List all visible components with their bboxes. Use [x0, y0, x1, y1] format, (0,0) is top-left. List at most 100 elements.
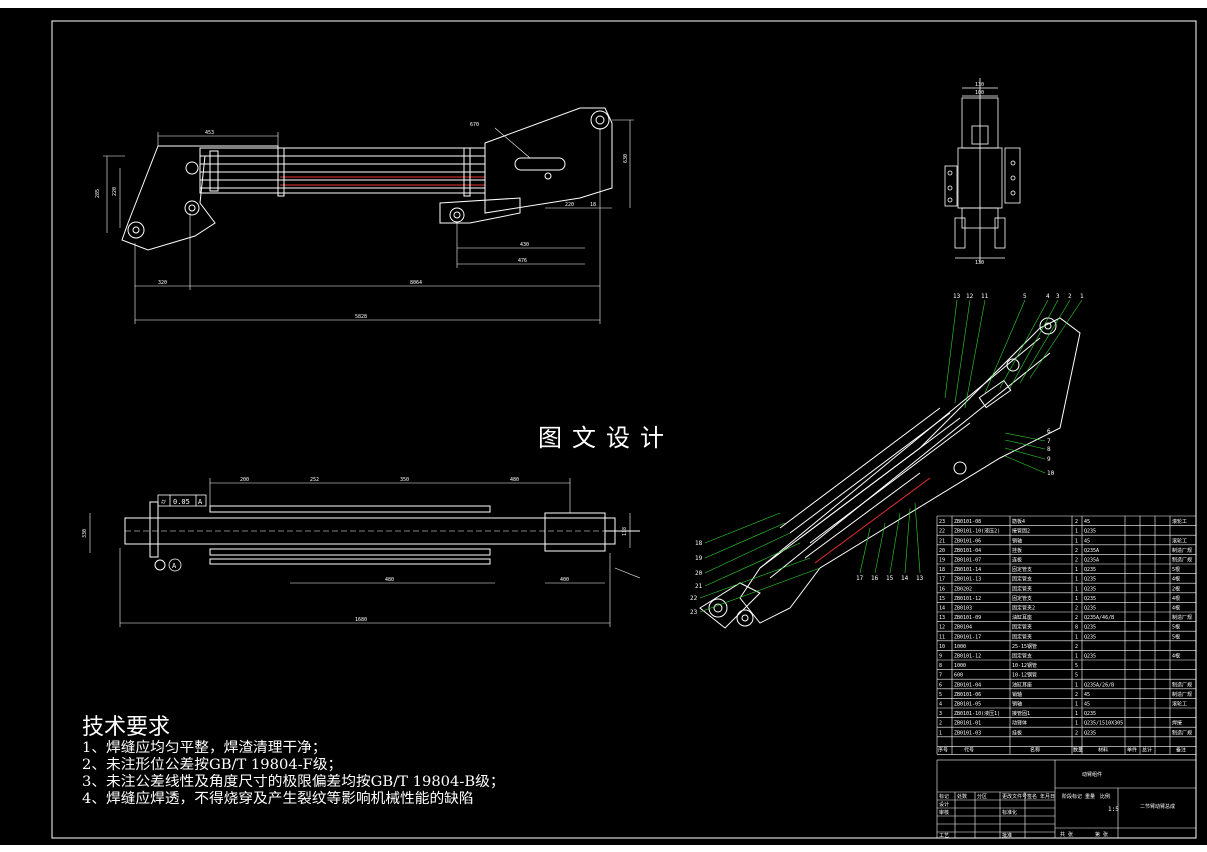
bom-note: 滚轮工: [1172, 537, 1187, 544]
bom-qty: 1: [1075, 596, 1078, 602]
bom-name: 接管固1: [1012, 710, 1030, 717]
svg-text:1: 1: [1080, 293, 1084, 300]
technical-requirements: 技术要求 1、焊缝应均匀平整，焊渣清理干净； 2、未注形位公差按GB/T 198…: [82, 716, 505, 808]
scale: 1:5: [1108, 806, 1119, 813]
bom-material: Q235: [1084, 606, 1096, 612]
bom-qty: 1: [1075, 634, 1078, 640]
dim-1680: 1680: [355, 617, 367, 623]
bom-name: 固定管夹: [1012, 633, 1032, 640]
bom-material: 45: [1084, 538, 1090, 544]
bom-code: ZB0101-04: [954, 548, 981, 554]
dim-480: 480: [510, 477, 519, 483]
front-dim-texts: 453 285 220 320 8064 5828 220 630 430 47…: [95, 122, 629, 320]
bom-qty: 2: [1075, 519, 1078, 525]
bom-code: ZB0101-10(液压1): [954, 710, 1000, 717]
bom-name: 10-12钢管: [1012, 672, 1037, 679]
svg-text:标记: 标记: [939, 793, 949, 800]
bom-note: 制造厂规: [1172, 691, 1192, 698]
bom-material: Q235: [1084, 596, 1096, 602]
bom-note: 滚轮工: [1172, 518, 1187, 525]
svg-text:第 张: 第 张: [1095, 831, 1108, 838]
bom-name: 25-15钢管: [1012, 643, 1037, 650]
bom-qty: 1: [1075, 538, 1078, 544]
bom-name: 油缸耳座: [1012, 681, 1032, 688]
bom-note: 4根: [1172, 653, 1180, 660]
svg-text:13: 13: [953, 293, 961, 300]
requirement-4: 4、焊缝应焊透，不得烧穿及产生裂纹等影响机械性能的缺陷: [82, 791, 474, 807]
bom-name: 固定管夹: [1012, 624, 1032, 631]
bom-no: 4: [939, 702, 942, 708]
side-view: [944, 78, 1021, 263]
bom-code: ZB0101-06: [954, 538, 981, 544]
datum-label: A: [172, 562, 177, 570]
title-block-text: 动臂组件 二节臂动臂总成 1:5 标记 处数 分区 更改文件号 签名 年月日 设…: [939, 771, 1175, 839]
bom-no: 19: [939, 558, 945, 564]
tolerance-frame: [157, 494, 207, 572]
svg-text:23: 23: [690, 609, 698, 616]
bom-material: 45: [1084, 692, 1090, 698]
dim-400: 400: [560, 577, 569, 583]
bom-note: 2根: [1172, 585, 1180, 592]
bom-qty: 1: [1075, 702, 1078, 708]
svg-text:3: 3: [1056, 293, 1060, 300]
iso-view: [699, 317, 1081, 629]
bom-code: ZB0101-04: [954, 682, 981, 688]
bom-qty: 1: [1075, 567, 1078, 573]
dim-630: 630: [623, 154, 629, 163]
bom-no: 5: [939, 692, 942, 698]
dim-5828: 5828: [355, 314, 367, 320]
bom-qty: 1: [1075, 577, 1078, 583]
dim-285: 285: [95, 189, 101, 198]
bom-no: 12: [939, 625, 945, 631]
dim-118: 118: [622, 527, 628, 536]
bom-name: 挂板: [1012, 547, 1022, 554]
bom-no: 17: [939, 577, 945, 583]
svg-text:22: 22: [690, 595, 698, 602]
bom-code: ZB0101-17: [954, 634, 981, 640]
requirement-1: 1、焊缝应均匀平整，焊渣清理干净；: [82, 740, 327, 756]
bom-h-total: 总计: [1142, 746, 1152, 753]
svg-text:17: 17: [856, 575, 864, 582]
bom-material: Q235: [1084, 567, 1096, 573]
bom-no: 9: [939, 654, 942, 660]
svg-text:9: 9: [1047, 456, 1051, 463]
bom-code: ZB0101-12: [954, 654, 981, 660]
drawing-canvas: 453 285 220 320 8064 5828 220 630 430 47…: [0, 8, 1207, 845]
bom-qty: 1: [1075, 586, 1078, 592]
bom-qty: 2: [1075, 644, 1078, 650]
bom-no: 1: [939, 730, 942, 736]
bom-material: Q235A: [1084, 558, 1099, 564]
svg-text:21: 21: [695, 583, 703, 590]
svg-text:2: 2: [1068, 293, 1072, 300]
dim-252: 252: [310, 477, 319, 483]
bom-code: ZB0101-13: [954, 577, 981, 583]
dim-130b: 130: [975, 260, 984, 266]
bom-name: 固定管支: [1012, 653, 1032, 660]
bom-code: ZB0101-01: [954, 721, 981, 727]
requirement-3: 3、未注公差线性及角度尺寸的极限偏差均按GB/T 19804-B级；: [82, 774, 505, 790]
bom-material: Q235/1510X305: [1084, 721, 1123, 727]
bom-note: 4根: [1172, 595, 1180, 602]
part-label: 动臂组件: [1082, 771, 1102, 778]
bom-h-no: 序号: [938, 746, 948, 753]
bom-no: 15: [939, 596, 945, 602]
bom-note: 制造厂规: [1172, 614, 1192, 621]
front-dims: [103, 119, 634, 324]
svg-text:年月日: 年月日: [1040, 793, 1055, 800]
bom-qty: 2: [1075, 730, 1078, 736]
bom-name: 销轴: [1012, 701, 1022, 708]
bom-no: 22: [939, 529, 945, 535]
svg-text:15: 15: [886, 575, 894, 582]
bom-no: 13: [939, 615, 945, 621]
bom-no: 20: [939, 548, 945, 554]
bom-note: 4根: [1172, 576, 1180, 583]
plan-view: [124, 501, 640, 571]
svg-text:处数: 处数: [957, 793, 967, 800]
bom-qty: 1: [1075, 654, 1078, 660]
dim-480b: 480: [385, 577, 394, 583]
dim-130: 130: [975, 82, 984, 88]
bom-qty: 1: [1075, 529, 1078, 535]
bom-name: 销轴: [1012, 691, 1022, 698]
svg-text:签名: 签名: [1027, 793, 1037, 800]
dim-200: 200: [240, 477, 249, 483]
